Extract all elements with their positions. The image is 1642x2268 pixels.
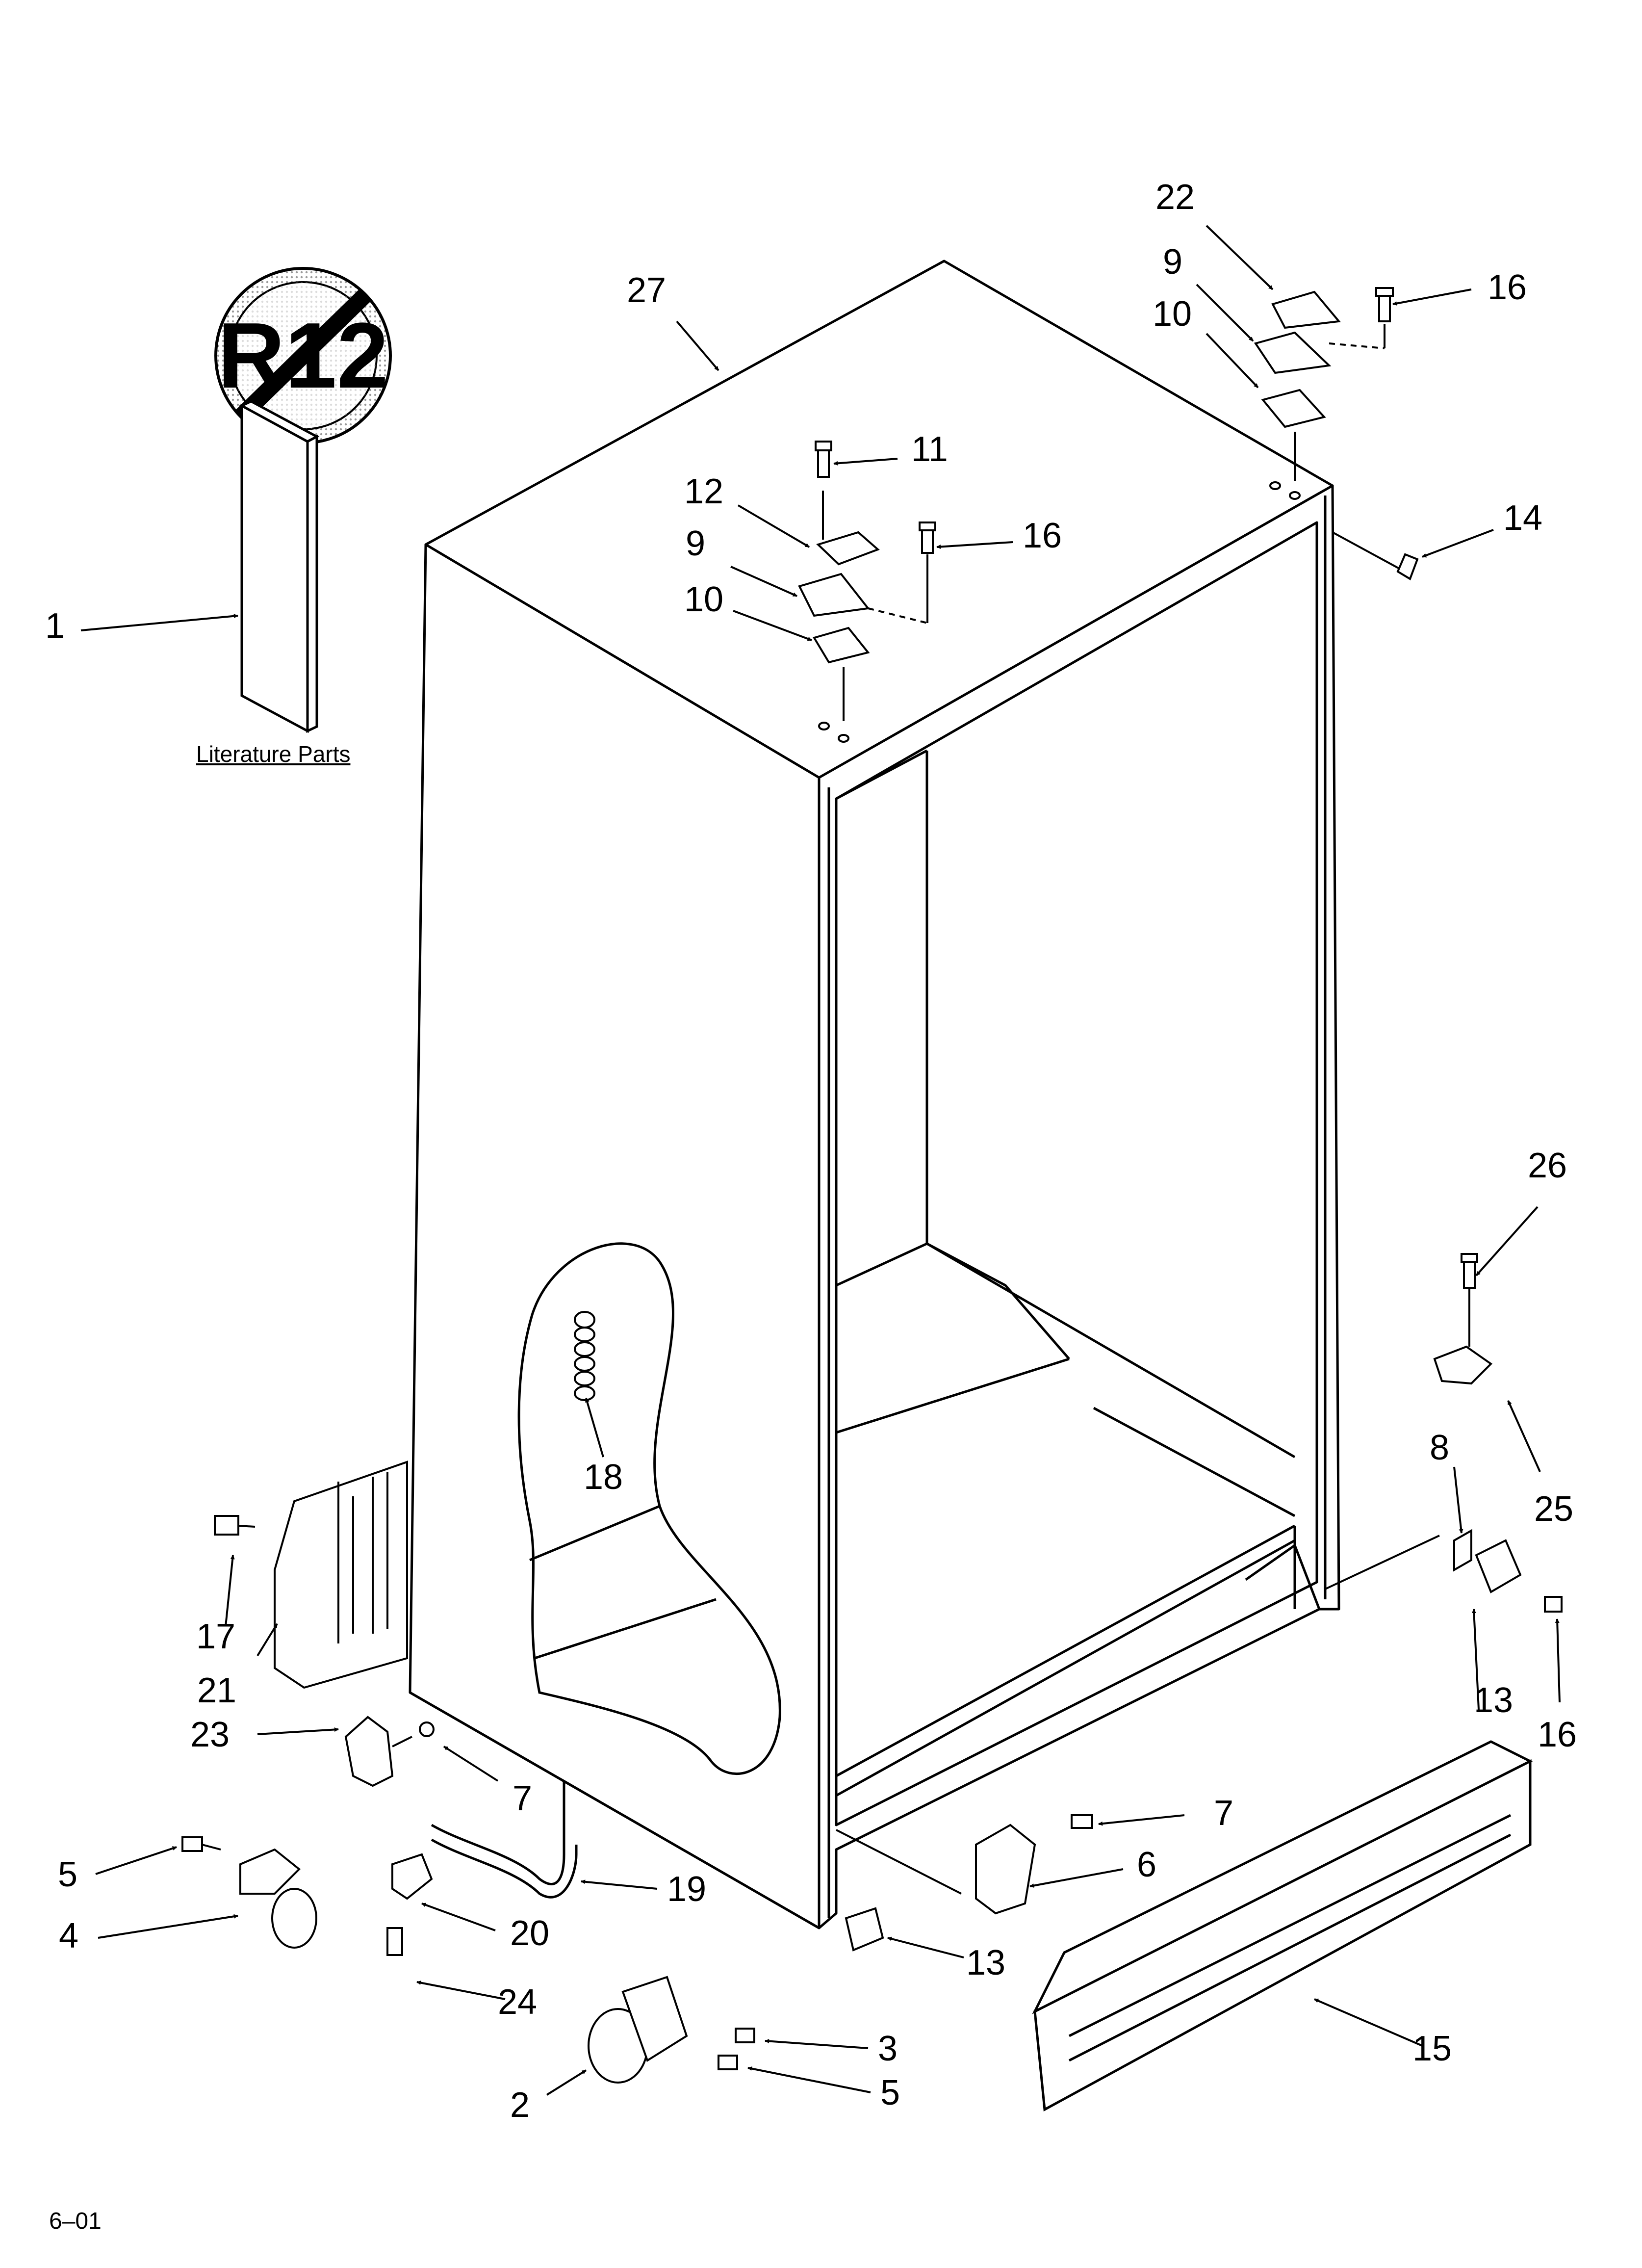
callout-14: 14 [1503,498,1543,538]
page-footer-code: 6–01 [49,2208,102,2234]
callout-9b: 9 [686,524,706,563]
callout-3: 3 [878,2029,898,2068]
leader-lines [80,225,1561,2096]
top-hinge-right [1254,287,1394,500]
callout-13: 13 [1474,1681,1514,1720]
front-bracket-6 [836,1814,1093,1915]
callout-7b: 7 [1214,1794,1234,1833]
clamp-23 [344,1716,435,1787]
clip-14 [1332,531,1419,580]
literature-booklet [239,400,320,733]
rear-bracket [214,1460,408,1689]
callout-22: 22 [1155,178,1195,217]
callout-1: 1 [45,606,65,646]
callout-7: 7 [513,1779,533,1818]
callout-27: 27 [627,271,667,310]
callout-5: 5 [58,1855,78,1894]
callout-13b: 13 [966,1943,1006,1982]
callout-10: 10 [1153,294,1192,334]
callout-6: 6 [1137,1845,1157,1884]
clip-20 [386,1853,433,1956]
callout-23: 23 [190,1715,230,1754]
callout-20: 20 [510,1914,550,1953]
callout-11: 11 [911,430,948,469]
callout-2: 2 [510,2086,530,2125]
callout-9: 9 [1163,242,1183,282]
caster-4 [181,1836,317,1949]
literature-parts-caption: Literature Parts [196,741,351,767]
right-hinge-parts [1324,1253,1563,1613]
toe-grille [1032,1740,1533,2112]
callout-16: 16 [1488,268,1527,307]
callout-12: 12 [684,472,724,511]
refrigerator-cabinet [409,260,1340,1929]
callout-16b: 16 [1023,516,1062,555]
callout-15: 15 [1412,2029,1452,2068]
callout-24: 24 [498,1982,538,2022]
callout-16c: 16 [1538,1715,1577,1754]
callout-4: 4 [59,1916,79,1955]
callout-26: 26 [1528,1146,1567,1185]
lower-hinge-2 [588,1976,755,2084]
callout-21: 21 [197,1671,237,1710]
callout-5b: 5 [880,2073,900,2112]
top-hinge-center [798,441,936,743]
callout-25: 25 [1534,1489,1574,1529]
stop-13-bottom [845,1907,884,1952]
callout-17: 17 [196,1617,236,1656]
spring-part [574,1311,595,1401]
no-r12-badge: R12 [214,267,392,444]
callout-18: 18 [584,1458,623,1497]
callout-8: 8 [1430,1428,1450,1467]
callout-19: 19 [667,1870,707,1909]
insulation-cutaway [517,1242,781,1775]
drain-tube-19 [431,1781,578,1899]
callout-10b: 10 [684,580,724,619]
